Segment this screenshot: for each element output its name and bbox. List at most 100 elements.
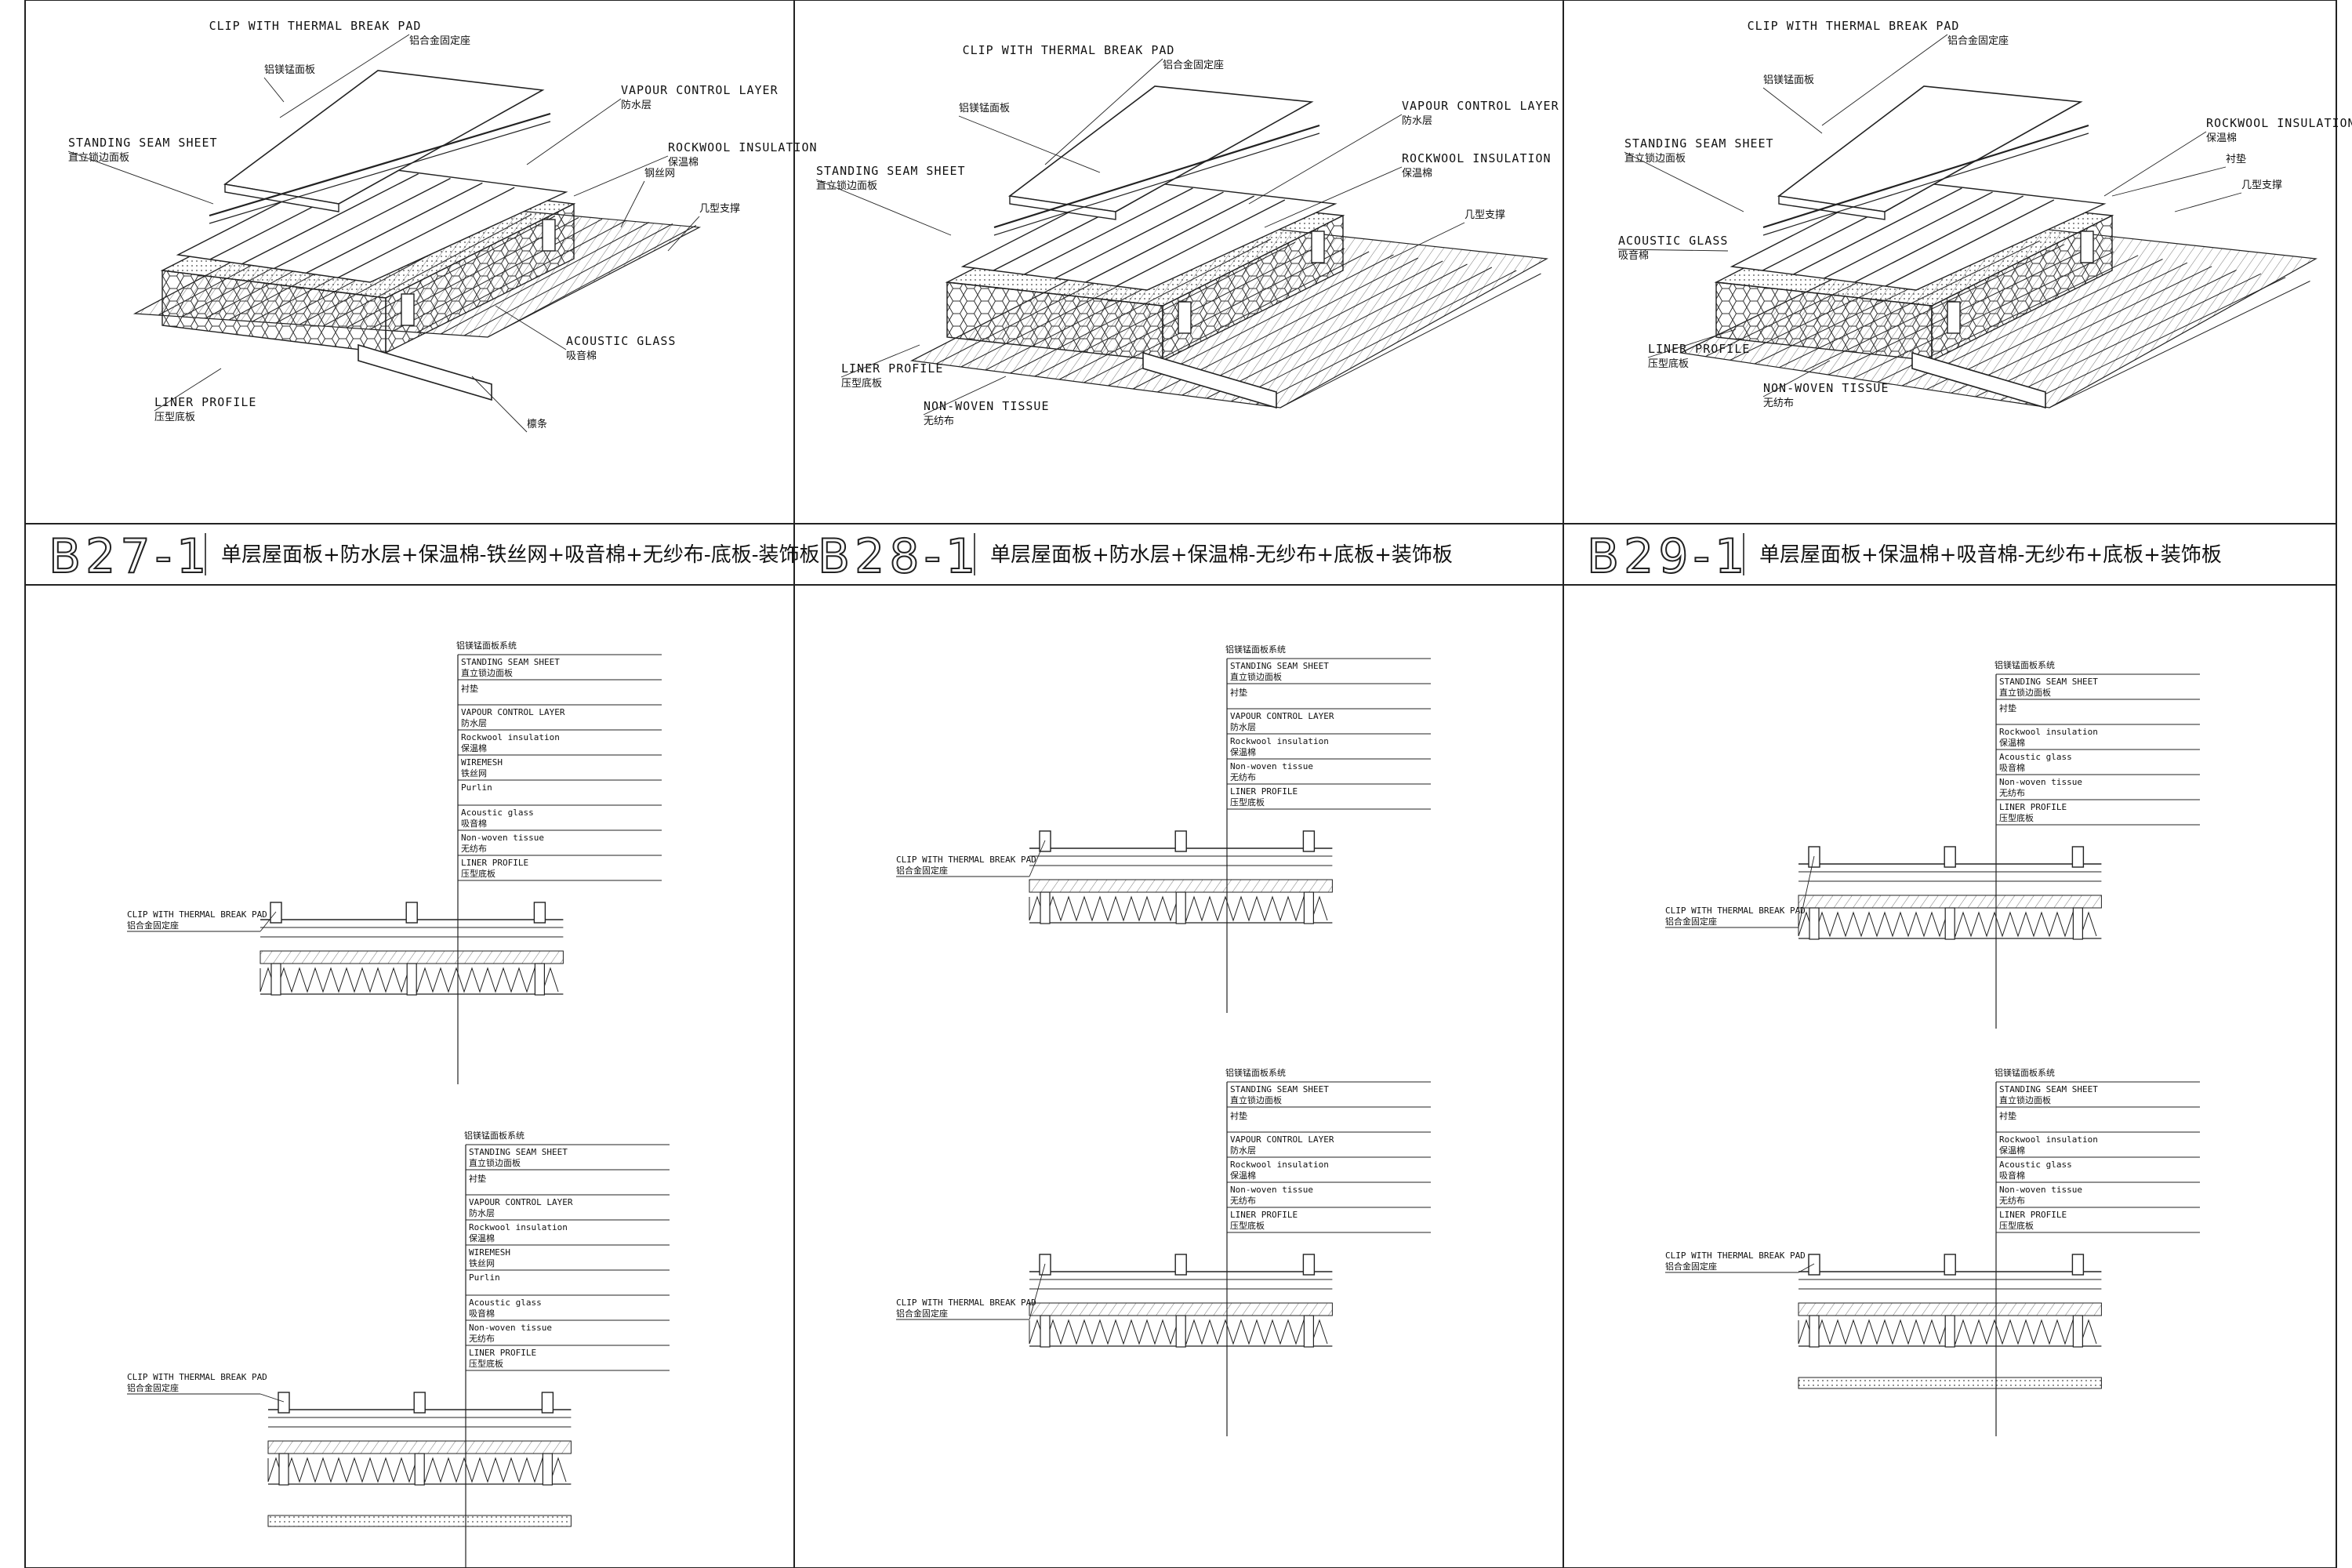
isometric-view: CLIP WITH THERMAL BREAK PAD铝合金固定座铝镁锰面板ST… [1617, 19, 2352, 409]
table-row-cn: 压型底板 [1230, 797, 1265, 808]
table-row-cn: 保温棉 [461, 742, 487, 753]
table-row-cn: 无纺布 [461, 843, 487, 854]
table-row-cn: 吸音棉 [469, 1308, 495, 1319]
leader-line [279, 34, 410, 118]
leader-line [2111, 166, 2227, 197]
callout-label-cn: 无纺布 [924, 416, 954, 427]
deck-rib [1279, 273, 1541, 408]
table-row-cn: 吸音棉 [1999, 762, 2025, 773]
insulation-zigzag [1798, 911, 2097, 938]
clip-callout-en: CLIP WITH THERMAL BREAK PAD [127, 1372, 267, 1382]
callout-label-cn: 压型底板 [154, 411, 195, 423]
table-row-cn: 吸音棉 [1999, 1170, 2025, 1181]
callout-label-en: LINER PROFILE [1648, 342, 1750, 356]
deck-rib [1975, 270, 2237, 397]
plate-edge [1778, 195, 1886, 220]
seam-rib [1793, 187, 1962, 275]
callout-label-cn: 压型底板 [841, 377, 882, 390]
table-row-en: Rockwool insulation [461, 732, 560, 742]
callout-label-en: STANDING SEAM SHEET [68, 136, 218, 150]
clip-callout-en: CLIP WITH THERMAL BREAK PAD [1665, 906, 1806, 916]
table-row-cn: 直立锁边面板 [1999, 687, 2051, 698]
table-row-en: Rockwool insulation [1230, 736, 1329, 746]
table-row-cn: 衬垫 [469, 1173, 486, 1184]
table-row-en: STANDING SEAM SHEET [1999, 1084, 2098, 1094]
panels-layer: CLIP WITH THERMAL BREAK PAD铝合金固定座铝镁锰面板VA… [25, 0, 2352, 1568]
callout-label-cn: 铝合金固定座 [1947, 34, 2009, 47]
insulation-zigzag [1798, 1319, 2097, 1345]
table-row-en: LINER PROFILE [469, 1348, 536, 1358]
table-row-en: STANDING SEAM SHEET [461, 657, 560, 667]
callout-label-cn: 压型底板 [1648, 358, 1689, 370]
leader-line [958, 115, 1101, 173]
table-row-cn: 直立锁边面板 [461, 667, 513, 678]
table-row-cn: 防水层 [461, 717, 487, 728]
seam-clip [270, 902, 282, 924]
leader-line [667, 216, 700, 252]
table-row-cn: 防水层 [469, 1207, 495, 1218]
table-row-en: Purlin [461, 782, 492, 793]
table-row-en: STANDING SEAM SHEET [469, 1147, 568, 1157]
support-post [1303, 891, 1315, 924]
purlin-beam [358, 343, 492, 401]
membrane-layer [1798, 895, 2102, 909]
deck-rib [1926, 262, 2188, 390]
purlin-beam [1911, 351, 2046, 409]
seam-clip [533, 902, 546, 924]
callout-label-en: CLIP WITH THERMAL BREAK PAD [963, 43, 1175, 57]
seam-clip [2071, 1254, 2085, 1276]
omega-support-bracket [2080, 230, 2094, 263]
clip-callout-en: CLIP WITH THERMAL BREAK PAD [1665, 1250, 1806, 1261]
clip-rail [993, 124, 1320, 229]
seam-clip [1944, 1254, 1956, 1276]
clip-callout-cn: 铝合金固定座 [896, 865, 948, 876]
clip-callout-cn: 铝合金固定座 [896, 1308, 948, 1319]
callout-label-cn: 铝镁锰面板 [959, 103, 1010, 114]
callout-label-cn: 防水层 [621, 99, 652, 111]
leader-line [923, 376, 1007, 416]
support-post [1175, 1315, 1186, 1348]
callout-label-cn: 保温棉 [1402, 168, 1432, 180]
callout-leader [260, 911, 277, 932]
table-row-cn: 铁丝网 [461, 768, 487, 779]
callout-label-en: VAPOUR CONTROL LAYER [1402, 99, 1559, 113]
leader-line [67, 151, 214, 205]
panel-title: 单层屋面板+保温棉+吸音棉-无纱布+底板+装饰板 [1759, 543, 2222, 567]
seam-rib [1824, 191, 1993, 279]
table-row-en: Rockwool insulation [1999, 727, 2098, 737]
table-row-cn: 衬垫 [1230, 1110, 1247, 1121]
support-post [1040, 891, 1051, 924]
clip-rail [209, 112, 551, 217]
table-row-en: Purlin [469, 1272, 500, 1283]
callout-label-cn: 直立锁边面板 [816, 180, 877, 192]
clip-rail [1762, 124, 2089, 229]
callout-label-en: CLIP WITH THERMAL BREAK PAD [209, 19, 422, 33]
seam-clip [405, 902, 418, 924]
support-post [1040, 1315, 1051, 1348]
callout-leader [1798, 855, 1815, 928]
table-header: 铝镁锰面板系统 [1225, 644, 1286, 655]
callout-label-cn: 钢丝网 [644, 168, 675, 180]
table-row-en: Non-woven tissue [1999, 777, 2082, 787]
seam-rib [337, 187, 515, 278]
callout-label-cn: 几型支撑 [699, 203, 740, 215]
leader-line [1624, 151, 1744, 212]
table-row-cn: 衬垫 [1999, 1110, 2016, 1121]
support-post [1809, 1315, 1820, 1348]
insulation-zigzag [1029, 1319, 1328, 1345]
seam-clip [1808, 1254, 1820, 1276]
clip-rail [1762, 132, 2089, 236]
seam-clip [278, 1392, 290, 1414]
omega-support-bracket [1311, 230, 1325, 263]
support-post [1809, 907, 1820, 940]
deck-rib [2049, 281, 2310, 408]
table-row-cn: 防水层 [1230, 1145, 1256, 1156]
support-post [542, 1453, 554, 1486]
panel-b29-1: CLIP WITH THERMAL BREAK PAD铝合金固定座铝镁锰面板ST… [1586, 19, 2352, 1436]
callout-label-cn: 几型支撑 [2241, 180, 2282, 191]
deck-rib [2000, 273, 2262, 401]
callout-label-cn: 保温棉 [2206, 132, 2237, 144]
